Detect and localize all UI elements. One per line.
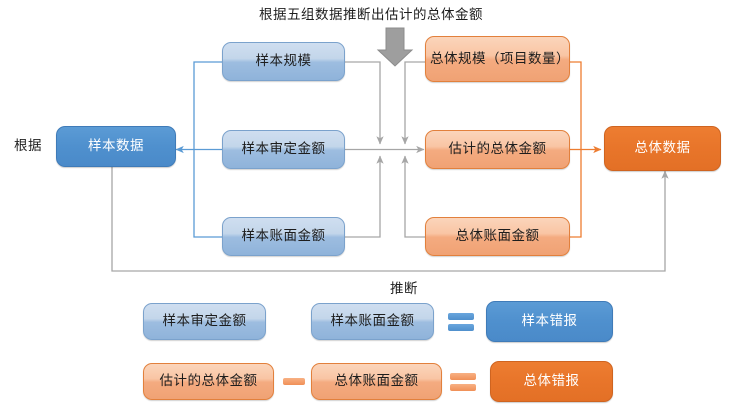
node-sample-data[interactable]: 样本数据 xyxy=(56,126,176,167)
node-sample-size[interactable]: 样本规模 xyxy=(222,42,345,81)
formula1-left-term[interactable]: 样本审定金额 xyxy=(143,303,266,340)
gray-inference-connector xyxy=(345,61,425,238)
node-sample-book-amount[interactable]: 样本账面金额 xyxy=(222,217,345,256)
formula1-result[interactable]: 样本错报 xyxy=(486,301,613,342)
formula2-right-term[interactable]: 总体账面金额 xyxy=(311,363,442,400)
left-caption: 根据 xyxy=(14,138,42,154)
formula1-equals-icon xyxy=(445,303,477,340)
formula2-operator xyxy=(279,363,309,400)
node-population-book-amount[interactable]: 总体账面金额 xyxy=(425,217,570,256)
node-population-data[interactable]: 总体数据 xyxy=(604,126,721,171)
gray-bottom-loop-connector xyxy=(111,167,669,272)
minus-icon xyxy=(283,378,305,385)
formula2-equals-icon xyxy=(447,363,479,400)
down-arrow-icon xyxy=(376,27,414,67)
node-estimated-population-amount[interactable]: 估计的总体金额 xyxy=(425,130,570,169)
formula2-left-term[interactable]: 估计的总体金额 xyxy=(143,363,274,400)
node-sample-audited-amount[interactable]: 样本审定金额 xyxy=(222,130,345,169)
orange-bracket-connector xyxy=(570,61,602,238)
top-caption: 根据五组数据推断出估计的总体金额 xyxy=(259,7,483,23)
node-population-size[interactable]: 总体规模（项目数量） xyxy=(425,36,570,82)
formula2-result[interactable]: 总体错报 xyxy=(490,361,613,402)
formula1-right-term[interactable]: 样本账面金额 xyxy=(311,303,434,340)
minus-icon xyxy=(282,318,304,325)
middle-caption: 推断 xyxy=(390,281,418,297)
blue-bracket-connector xyxy=(175,61,222,238)
